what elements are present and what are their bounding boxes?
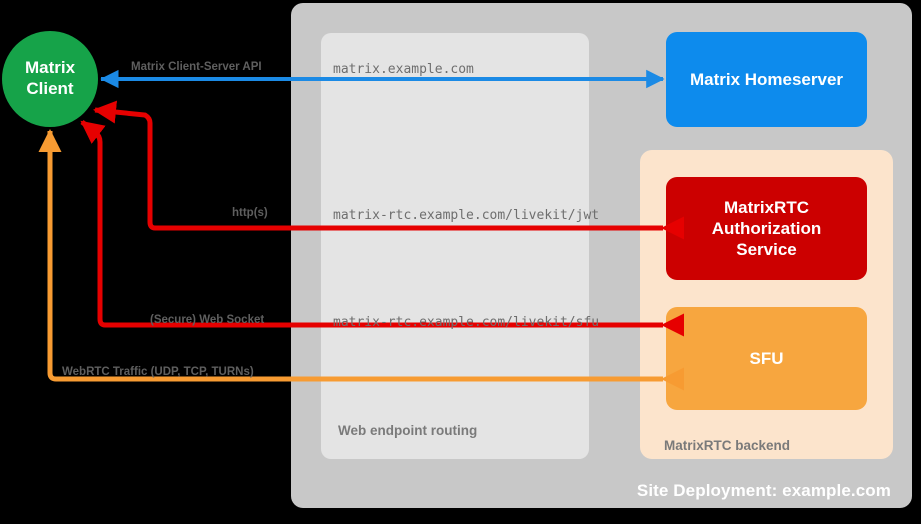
client-line-1: Matrix <box>24 58 76 78</box>
node-matrixrtc-authorization-service[interactable]: MatrixRTC Authorization Service <box>666 177 867 280</box>
edge-label-secure-web-socket: (Secure) Web Socket <box>150 314 265 326</box>
client-line-2: Client <box>26 79 74 98</box>
node-matrix-homeserver-label: Matrix Homeserver <box>689 69 844 89</box>
node-auth-service-label: MatrixRTC Authorization Service <box>712 197 822 261</box>
endpoint-livekit-jwt: matrix-rtc.example.com/livekit/jwt <box>333 208 600 223</box>
matrixrtc-backend-label: MatrixRTC backend <box>664 438 791 453</box>
node-matrix-homeserver[interactable]: Matrix Homeserver <box>666 32 867 127</box>
edge-label-matrix-client-server-api: Matrix Client-Server API <box>131 61 262 73</box>
auth-line-3: Service <box>736 240 797 260</box>
site-deployment-label: Site Deployment: example.com <box>636 481 891 500</box>
edge-label-http: http(s) <box>232 207 268 219</box>
edge-label-webrtc-traffic: WebRTC Traffic (UDP, TCP, TURNs) <box>62 366 254 378</box>
web-endpoint-routing-group: Web endpoint routing <box>321 33 589 459</box>
node-matrix-client[interactable]: Matrix Client <box>2 31 98 127</box>
endpoint-matrix-example-com: matrix.example.com <box>333 62 474 77</box>
auth-line-1: MatrixRTC <box>723 197 809 217</box>
node-matrix-client-label: Matrix Client <box>25 58 75 99</box>
node-sfu[interactable]: SFU <box>666 307 867 410</box>
web-endpoint-routing-label: Web endpoint routing <box>338 423 478 438</box>
endpoint-livekit-sfu: matrix-rtc.example.com/livekit/sfu <box>333 315 600 330</box>
node-sfu-label: SFU <box>749 348 784 368</box>
auth-line-2: Authorization <box>711 218 822 238</box>
